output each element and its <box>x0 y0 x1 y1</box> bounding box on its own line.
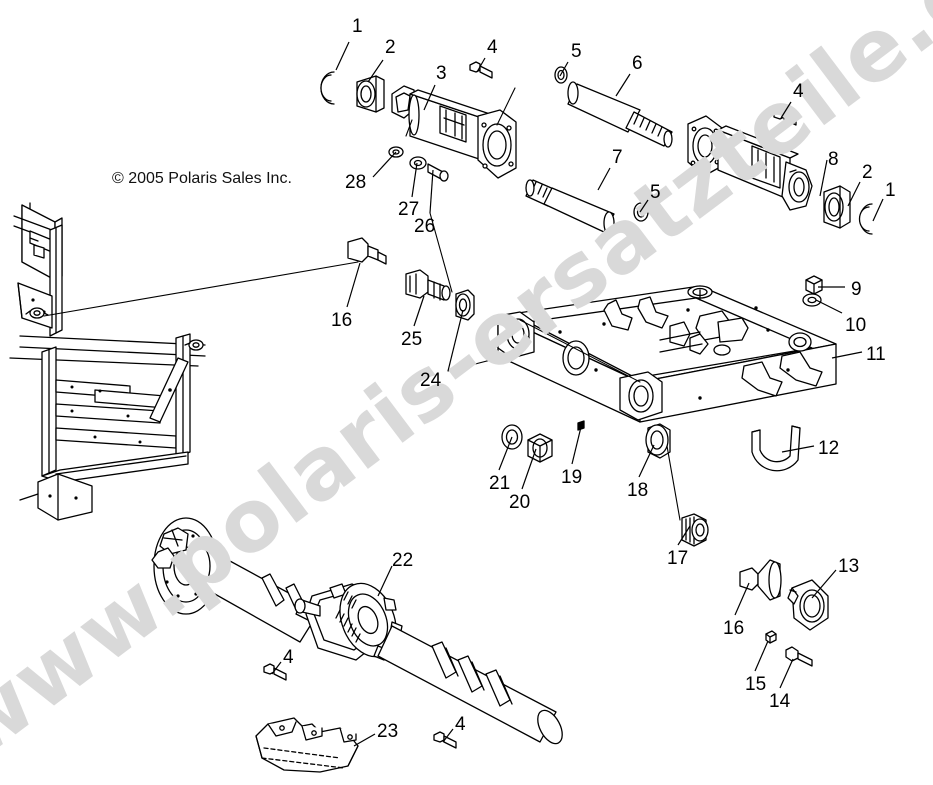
splined-shaft-6-illustration <box>554 66 673 148</box>
callout-27: 27 <box>398 199 420 220</box>
snap-ring-1-illustration <box>320 71 335 105</box>
callout-16: 16 <box>331 310 353 331</box>
bearing-2b-illustration <box>823 185 851 229</box>
leader-line-22 <box>377 565 393 597</box>
callout-14: 14 <box>769 691 791 712</box>
callout-7: 7 <box>612 147 623 168</box>
bracket-13-illustration <box>787 579 829 631</box>
callout-8: 8 <box>828 149 839 170</box>
copyright-notice: © 2005 Polaris Sales Inc. <box>112 170 292 187</box>
rear-axle-22-illustration <box>151 517 563 745</box>
leader-line-4 <box>780 101 792 119</box>
rear-subframe-11-illustration <box>497 285 837 423</box>
washers-26-27-28-illustration <box>388 119 449 182</box>
leader-line-14 <box>779 658 794 689</box>
callout-22: 22 <box>392 550 414 571</box>
leader-line-2 <box>367 59 384 83</box>
housing-right-illustration <box>687 115 813 211</box>
callout-9: 9 <box>851 279 862 300</box>
leader-line-8 <box>819 159 828 197</box>
leader-line-4 <box>271 661 282 675</box>
leader-line-25 <box>413 295 425 327</box>
callout-11: 11 <box>866 344 886 365</box>
callout-5: 5 <box>571 41 582 62</box>
leader-line-11 <box>831 351 863 359</box>
pin-16b-illustration <box>739 559 782 601</box>
leader-line-6 <box>615 73 631 97</box>
callout-13: 13 <box>838 556 860 577</box>
callout-2: 2 <box>862 162 873 183</box>
callout-10: 10 <box>845 315 867 336</box>
leader-line-21 <box>498 436 513 471</box>
callout-1: 1 <box>885 180 896 201</box>
leader-line-23 <box>353 733 376 747</box>
leader-line-16 <box>346 262 361 308</box>
callout-6: 6 <box>632 53 643 74</box>
callout-28: 28 <box>345 172 367 193</box>
leader-line-4 <box>442 728 454 743</box>
leader-line-12 <box>781 445 815 453</box>
callout-19: 19 <box>561 467 583 488</box>
leader-line-28 <box>372 151 397 178</box>
nut-15-screw-14-illustration <box>765 630 813 667</box>
leader-line-7 <box>597 167 611 191</box>
u-bolt-12-illustration <box>751 425 801 472</box>
callout-17: 17 <box>667 548 689 569</box>
leader-line-13 <box>811 569 837 599</box>
callout-4: 4 <box>793 81 804 102</box>
callout-4: 4 <box>283 647 294 668</box>
bolt-4-illustrations <box>263 61 797 749</box>
callout-12: 12 <box>818 438 840 459</box>
callout-16: 16 <box>723 618 745 639</box>
leader-line-26 <box>429 169 434 214</box>
callout-1: 1 <box>352 16 363 37</box>
snap-ring-1b-illustration <box>858 203 873 235</box>
callout-20: 20 <box>509 492 531 513</box>
chassis-frame-illustration <box>9 202 359 521</box>
callout-18: 18 <box>627 480 649 501</box>
callout-4: 4 <box>487 37 498 58</box>
leader-line-1 <box>872 198 884 222</box>
callout-4: 4 <box>455 714 466 735</box>
callout-25: 25 <box>401 329 423 350</box>
splined-shaft-7-illustration <box>525 179 649 235</box>
callout-24: 24 <box>420 370 442 391</box>
leader-line-24 <box>447 309 464 372</box>
leader-line-18 <box>638 444 655 478</box>
nut-9-washer-10-illustration <box>802 275 823 307</box>
callout-23: 23 <box>377 721 399 742</box>
leader-line-20 <box>521 448 537 490</box>
leader-line-2 <box>847 181 861 207</box>
skid-plate-23-illustration <box>255 717 359 773</box>
pins-16-25-24-illustration <box>347 212 511 372</box>
callout-5: 5 <box>650 182 661 203</box>
callout-15: 15 <box>745 674 767 695</box>
leader-line-17 <box>677 525 691 546</box>
callout-26: 26 <box>414 216 436 237</box>
bearing-2-illustration <box>356 75 385 113</box>
bushing-17-illustration <box>681 513 709 547</box>
leader-line-5 <box>559 61 569 77</box>
leader-line-10 <box>815 299 843 314</box>
leader-line-15 <box>754 640 769 672</box>
leader-line-16 <box>734 582 750 616</box>
leader-line-1 <box>335 41 350 71</box>
leader-line-5 <box>639 199 649 213</box>
callout-21: 21 <box>489 473 511 494</box>
leader-line-4 <box>476 57 486 73</box>
leader-line-3 <box>423 84 436 111</box>
leader-line-19 <box>571 426 582 465</box>
callout-2: 2 <box>385 37 396 58</box>
housing-3-illustration <box>391 85 517 179</box>
leader-line-27 <box>411 162 418 198</box>
callout-3: 3 <box>436 63 447 84</box>
